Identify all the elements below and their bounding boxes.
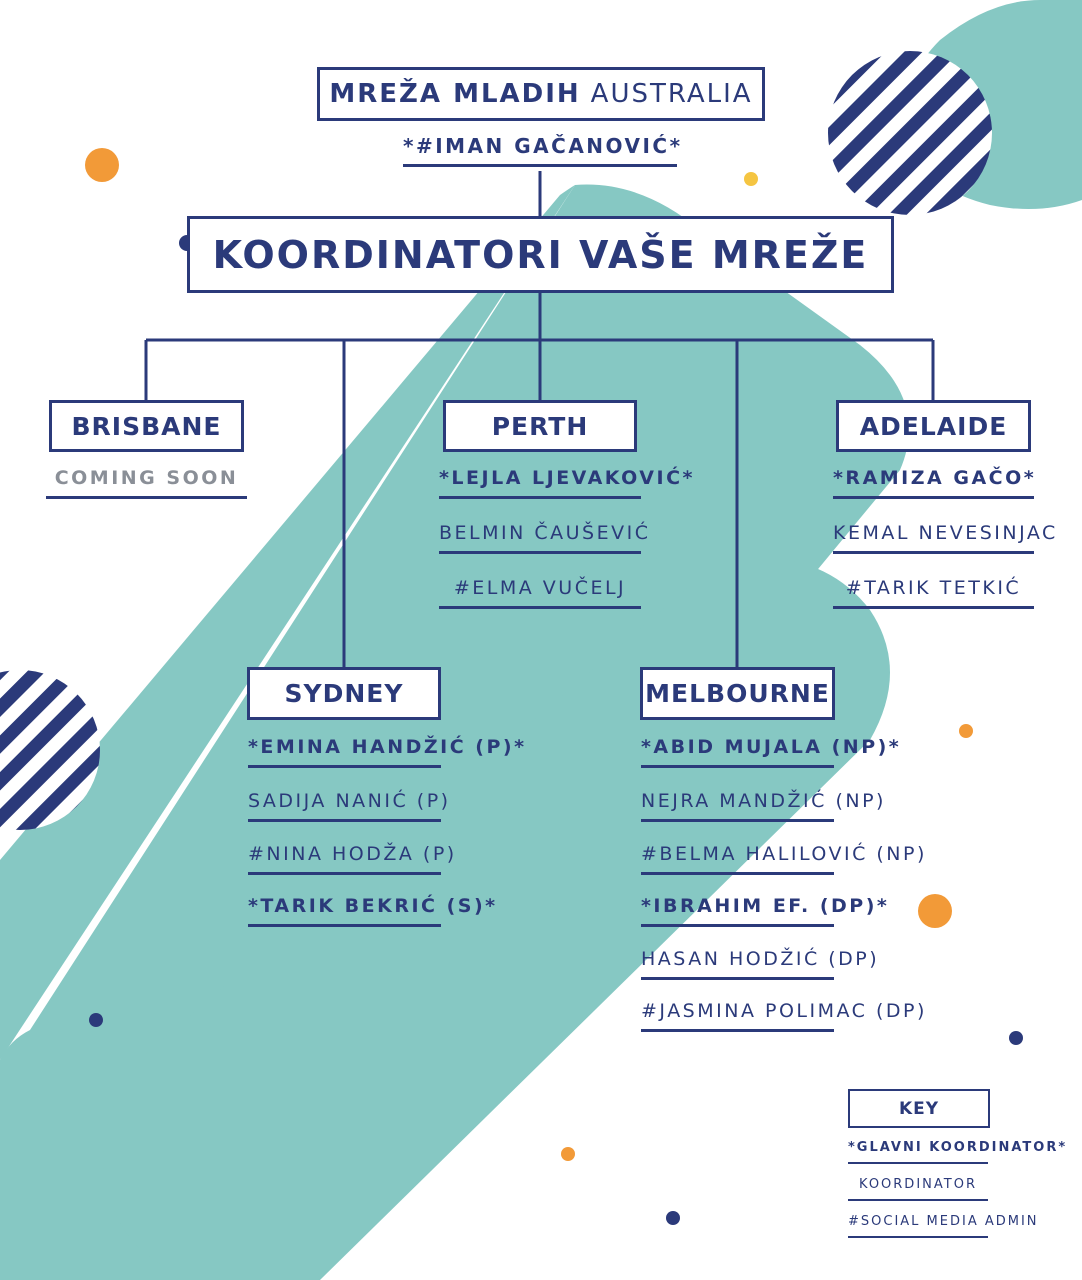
- sydney-member-2: SADIJA NANIĆ (P): [248, 789, 448, 822]
- network-leader: *#IMAN GAČANOVIĆ*: [403, 134, 680, 167]
- city-box-brisbane: BRISBANE: [49, 400, 244, 452]
- city-name-sydney: SYDNEY: [284, 679, 404, 708]
- melbourne-member-1: *ABID MUJALA (NP)*: [641, 735, 899, 768]
- key-item-social-media-admin: #SOCIAL MEDIA ADMIN: [848, 1213, 1037, 1238]
- melbourne-member-5: HASAN HODŽIĆ (DP): [641, 947, 877, 980]
- key-item-coordinator: KOORDINATOR: [848, 1176, 988, 1201]
- city-box-melbourne: MELBOURNE: [640, 667, 835, 720]
- city-box-adelaide: ADELAIDE: [836, 400, 1031, 452]
- city-name-melbourne: MELBOURNE: [645, 679, 830, 708]
- perth-member-2: BELMIN ČAUŠEVIĆ: [439, 521, 648, 554]
- adelaide-member-1: *RAMIZA GAČO*: [833, 466, 1034, 499]
- sydney-member-4: *TARIK BEKRIĆ (S)*: [248, 894, 495, 927]
- melbourne-member-3: #BELMA HALILOVIĆ (NP): [641, 842, 924, 875]
- city-box-perth: PERTH: [443, 400, 637, 452]
- brisbane-coming-soon: COMING SOON: [46, 466, 247, 499]
- melbourne-member-4: *IBRAHIM EF. (DP)*: [641, 894, 887, 927]
- sydney-member-3: #NINA HODŽA (P): [248, 842, 454, 875]
- city-name-brisbane: BRISBANE: [71, 411, 222, 441]
- coordinators-title-box: KOORDINATORI VAŠE MREŽE: [187, 216, 894, 293]
- adelaide-member-3: #TARIK TETKIĆ: [833, 576, 1034, 609]
- perth-member-3: #ELMA VUČELJ: [439, 576, 641, 609]
- city-name-adelaide: ADELAIDE: [859, 411, 1008, 441]
- city-name-perth: PERTH: [491, 411, 589, 441]
- coordinators-title: KOORDINATORI VAŠE MREŽE: [212, 232, 869, 277]
- sydney-member-1: *EMINA HANDŽIĆ (P)*: [248, 735, 524, 768]
- network-title-light: AUSTRALIA: [590, 79, 753, 109]
- perth-member-1: *LEJLA LJEVAKOVIĆ*: [439, 466, 692, 499]
- melbourne-member-6: #JASMINA POLIMAC (DP): [641, 999, 924, 1032]
- key-title: KEY: [898, 1098, 940, 1119]
- city-box-sydney: SYDNEY: [247, 667, 441, 720]
- adelaide-member-2: KEMAL NEVESINJAC: [833, 521, 1055, 554]
- key-box: KEY: [848, 1089, 990, 1128]
- network-title-box: MREŽA MLADIH AUSTRALIA: [317, 67, 765, 121]
- network-title-bold: MREŽA MLADIH: [329, 79, 581, 109]
- key-item-main-coordinator: *GLAVNI KOORDINATOR*: [848, 1139, 1065, 1164]
- melbourne-member-2: NEJRA MANDŽIĆ (NP): [641, 789, 883, 822]
